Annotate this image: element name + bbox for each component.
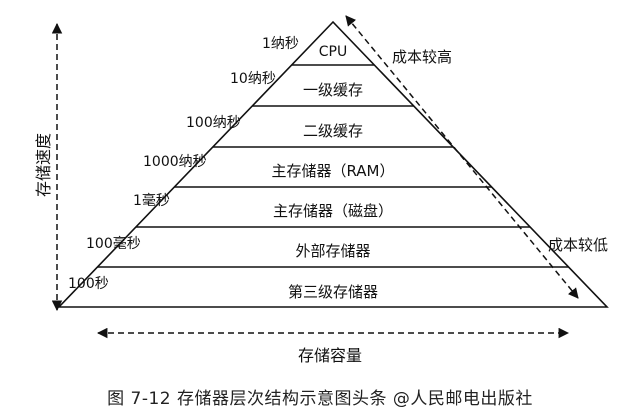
level-label: 第三级存储器 bbox=[288, 283, 378, 301]
level-label: 主存储器（磁盘） bbox=[273, 202, 393, 220]
latency-label: 100秒 bbox=[68, 276, 109, 292]
capacity-axis-label: 存储容量 bbox=[298, 346, 362, 365]
level-label: CPU bbox=[319, 44, 347, 60]
speed-axis-label: 存储速度 bbox=[34, 133, 53, 197]
cost-arrow bbox=[345, 15, 579, 299]
level-label: 外部存储器 bbox=[295, 242, 370, 260]
cost-low-label: 成本较低 bbox=[548, 236, 608, 254]
latency-label: 1毫秒 bbox=[133, 192, 170, 209]
level-label: 主存储器（RAM） bbox=[271, 162, 394, 180]
level-label: 二级缓存 bbox=[303, 122, 363, 140]
latency-labels: 1纳秒 10纳秒 100纳秒 1000纳秒 1毫秒 100毫秒 100秒 bbox=[68, 36, 299, 292]
cost-high-label: 成本较高 bbox=[392, 48, 452, 66]
figure-caption: 图 7-12 存储器层次结构示意图头条 @人民邮电出版社 bbox=[107, 389, 533, 409]
level-label: 一级缓存 bbox=[303, 81, 363, 99]
latency-label: 100纳秒 bbox=[186, 115, 241, 131]
latency-label: 100毫秒 bbox=[86, 235, 141, 252]
latency-label: 1000纳秒 bbox=[143, 154, 207, 170]
latency-label: 1纳秒 bbox=[262, 36, 299, 52]
latency-label: 10纳秒 bbox=[230, 71, 276, 87]
